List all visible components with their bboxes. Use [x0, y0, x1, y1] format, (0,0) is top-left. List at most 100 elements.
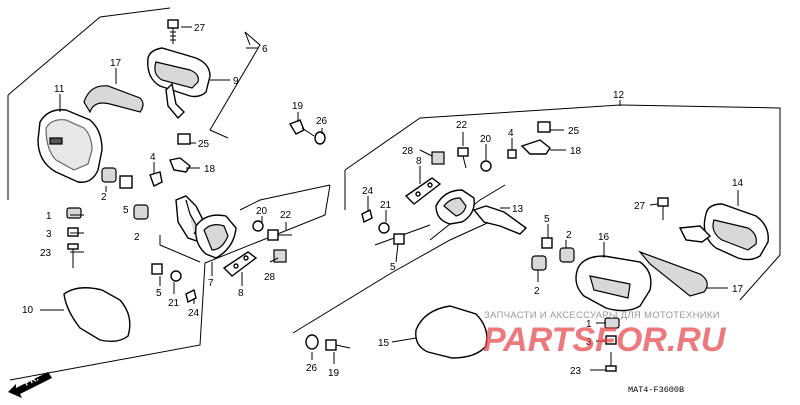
part-9-mirror-bracket: [147, 47, 211, 120]
part-2-grommet-right-a: [559, 247, 575, 263]
diagram-code: MAT4-F3600B: [628, 385, 684, 395]
callout-8-left: 8: [238, 288, 244, 299]
part-4-screw-left: [149, 171, 163, 187]
part-16-mirror-housing-right: [575, 255, 652, 312]
part-23-screw-right: [605, 352, 617, 372]
callout-14: 14: [732, 178, 744, 189]
callout-25-right: 25: [568, 126, 580, 137]
callout-17-left: 17: [110, 58, 122, 69]
callout-16: 16: [598, 232, 610, 243]
callout-6: 6: [262, 44, 268, 55]
callout-27-left: 27: [194, 23, 206, 34]
watermark-tagline: ЗАПЧАСТИ И АКСЕССУАРЫ ДЛЯ МОТОТЕХНИКИ: [484, 310, 720, 321]
callout-28-left: 28: [264, 272, 276, 283]
part-2-grommet-right-b: [531, 255, 547, 271]
part-21-washer-left: [170, 270, 182, 282]
part-24-screw-right: [361, 208, 373, 224]
callout-2-left-b: 2: [134, 232, 140, 243]
part-25-nut-left: [177, 133, 191, 145]
part-13-mirror-mount-right: [435, 189, 528, 235]
part-7-mirror-mount: [175, 195, 237, 259]
watermark: ЗАПЧАСТИ И АКСЕССУАРЫ ДЛЯ МОТОТЕХНИКИ PA…: [483, 310, 727, 359]
part-3-collar-right: [605, 335, 617, 345]
part-4-screw-right: [507, 149, 517, 159]
callout-1-right: 1: [586, 319, 592, 330]
callout-24-left: 24: [188, 308, 200, 319]
part-17-lens-strip: [83, 85, 144, 114]
part-27-bolt-left: [167, 19, 179, 44]
part-23-screw-left: [67, 243, 79, 268]
watermark-brand: PARTSFOR.RU: [483, 321, 727, 359]
callout-18-left: 18: [204, 164, 216, 175]
part-22-bolt-left: [267, 229, 292, 241]
part-21-washer-right: [378, 222, 390, 234]
callout-22-right: 22: [456, 120, 468, 131]
part-2-grommet-left-a: [101, 167, 117, 183]
callout-21-right: 21: [380, 200, 392, 211]
callout-21-left: 21: [168, 298, 180, 309]
part-26-washer-right: [305, 334, 319, 350]
callout-23-left: 23: [40, 248, 52, 259]
callout-12: 12: [613, 90, 625, 101]
part-27-bolt-right: [657, 197, 669, 220]
callout-27-right: 27: [634, 201, 646, 212]
part-5-nut-right-b: [541, 237, 553, 249]
callout-4-left: 4: [150, 152, 156, 163]
callout-23-right: 23: [570, 366, 582, 377]
callout-2-left-a: 2: [101, 192, 107, 203]
callout-1-left: 1: [46, 211, 52, 222]
part-26-washer-left: [314, 131, 326, 145]
callout-5-left-a: 5: [123, 205, 129, 216]
callout-18-right: 18: [570, 146, 582, 157]
callout-25-left: 25: [198, 139, 210, 150]
part-8-strap-left: [222, 251, 258, 277]
part-28-nut-right: [431, 151, 445, 165]
part-19-bolt-right: [325, 339, 351, 351]
part-18-bracket-left: [169, 157, 191, 173]
left-assembly-outline: [7, 7, 331, 381]
part-3-collar-left: [67, 227, 79, 237]
callout-20-right: 20: [480, 134, 492, 145]
callout-5-right-b: 5: [544, 214, 550, 225]
part-19-bolt-left: [288, 119, 315, 137]
part-11-mirror-housing: [37, 109, 103, 183]
callout-5-right-a: 5: [390, 262, 396, 273]
callout-26-left: 26: [316, 116, 328, 127]
callout-15: 15: [378, 338, 390, 349]
part-18-bracket-right: [520, 139, 551, 155]
part-20-washer-left: [252, 220, 264, 232]
callout-26-right: 26: [306, 363, 318, 374]
callout-8-right: 8: [416, 156, 422, 167]
part-14-mirror-bracket-right: [678, 203, 769, 261]
callout-5-left-b: 5: [156, 288, 162, 299]
front-direction-arrow: FR.: [8, 372, 52, 398]
part-10-lower-cover: [63, 287, 131, 343]
callout-19-left: 19: [292, 101, 304, 112]
callout-17-right: 17: [732, 284, 744, 295]
part-15-lower-cover-right: [415, 305, 488, 359]
part-25-nut-right: [537, 121, 551, 133]
part-20-washer-right: [480, 160, 492, 172]
callout-24-right: 24: [362, 186, 374, 197]
callout-3-left: 3: [46, 229, 52, 240]
callout-28-right: 28: [402, 146, 414, 157]
callout-22-left: 22: [280, 210, 292, 221]
callout-20-left: 20: [256, 206, 268, 217]
callout-9: 9: [233, 76, 239, 87]
callout-3-right: 3: [586, 337, 592, 348]
callout-4-right: 4: [508, 128, 514, 139]
part-5-nut-left-a: [119, 175, 133, 189]
part-1-grommet-left: [66, 207, 82, 219]
callout-2-right-a: 2: [566, 230, 572, 241]
callout-2-right-b: 2: [534, 286, 540, 297]
callout-10: 10: [22, 305, 34, 316]
callout-19-right: 19: [328, 368, 340, 379]
part-5-nut-right-a: [393, 233, 405, 245]
callout-13: 13: [512, 204, 524, 215]
leader-lines: [40, 26, 739, 371]
callout-11: 11: [54, 84, 65, 95]
part-28-nut-left: [273, 249, 287, 263]
part-22-bolt-right: [457, 147, 469, 169]
part-5-nut-left-b: [151, 263, 163, 275]
